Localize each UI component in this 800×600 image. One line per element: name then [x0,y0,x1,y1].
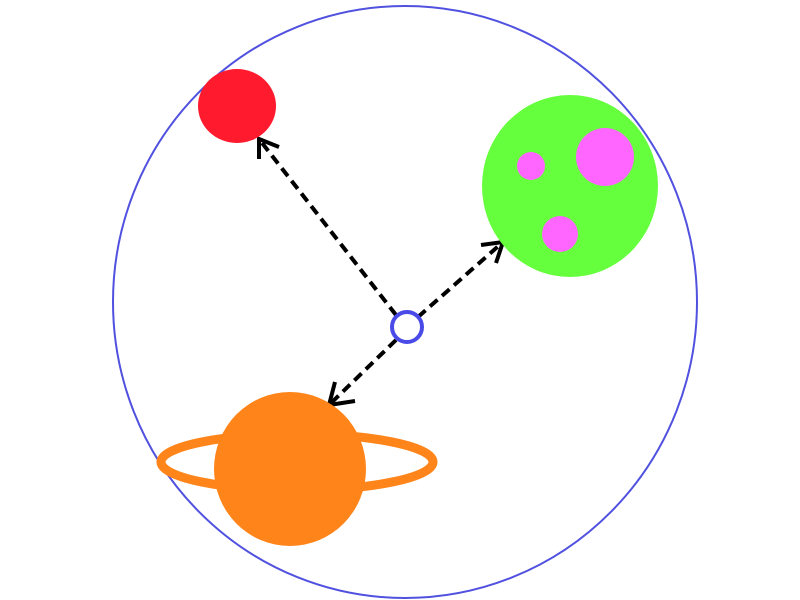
green-planet [482,95,658,277]
center-marker [390,310,424,344]
boundary-circle [112,5,698,599]
arrow-to-red-planet [257,136,398,317]
red-planet [198,69,276,143]
ringed-planet-body [214,392,366,546]
ringed-planet [156,392,438,546]
planet-ring-front [156,461,438,495]
green-planet-spot [576,128,634,186]
green-planet-spot [517,152,545,180]
green-planet-spot [542,216,578,252]
green-planet-body [482,95,658,277]
